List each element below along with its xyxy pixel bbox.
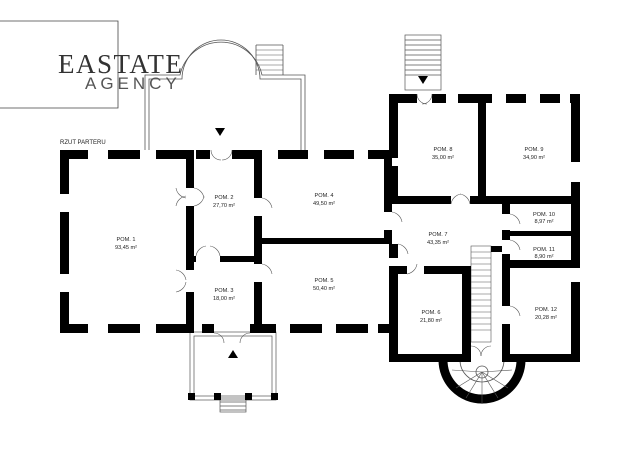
room-2-area: 27,70 m² [213, 203, 235, 209]
room-6-area: 21,80 m² [420, 318, 442, 324]
front-porch [189, 331, 277, 413]
room-4-name: POM. 4 [315, 193, 334, 199]
room-12-name: POM. 12 [535, 307, 557, 313]
logo-brand: EASTATE [58, 49, 183, 79]
room-7-area: 43,35 m² [427, 240, 449, 246]
top-staircase [404, 34, 442, 91]
door-swings [175, 93, 521, 357]
room-1-area: 93,45 m² [115, 245, 137, 251]
interior-stairs [470, 245, 492, 343]
floor-title: RZUT PARTERU [60, 140, 106, 146]
room-8-name: POM. 8 [434, 147, 453, 153]
room-10-name: POM. 10 [533, 212, 555, 218]
walls [60, 94, 580, 362]
logo-frame [0, 20, 119, 109]
room-3-name: POM. 3 [215, 288, 234, 294]
spiral-stair-tower [438, 359, 526, 404]
room-labels: POM. 1 93,45 m² POM. 2 27,70 m² POM. 3 1… [115, 147, 557, 324]
room-4-area: 49,50 m² [313, 201, 335, 207]
room-11-name: POM. 11 [533, 247, 555, 253]
porch-columns [188, 393, 278, 400]
room-9-area: 34,90 m² [523, 155, 545, 161]
room-11-area: 8,90 m² [535, 254, 554, 260]
room-5-name: POM. 5 [315, 278, 334, 284]
entrance-arrow-icon [215, 128, 225, 136]
logo-sub: AGENCY [85, 74, 181, 93]
room-12-area: 20,28 m² [535, 315, 557, 321]
room-8-area: 35,00 m² [432, 155, 454, 161]
entrance-arrow-icon [228, 350, 238, 358]
rear-terrace-stairs [256, 49, 283, 71]
room-6-name: POM. 6 [422, 310, 441, 316]
room-5-area: 50,40 m² [313, 286, 335, 292]
room-7-name: POM. 7 [429, 232, 448, 238]
room-9-name: POM. 9 [525, 147, 544, 153]
logo: EASTATE AGENCY [0, 20, 183, 109]
room-2-name: POM. 2 [215, 195, 234, 201]
room-3-area: 18,00 m² [213, 296, 235, 302]
entrance-arrow-icon [418, 76, 428, 84]
room-1-name: POM. 1 [117, 237, 136, 243]
room-10-area: 8,97 m² [535, 219, 554, 225]
